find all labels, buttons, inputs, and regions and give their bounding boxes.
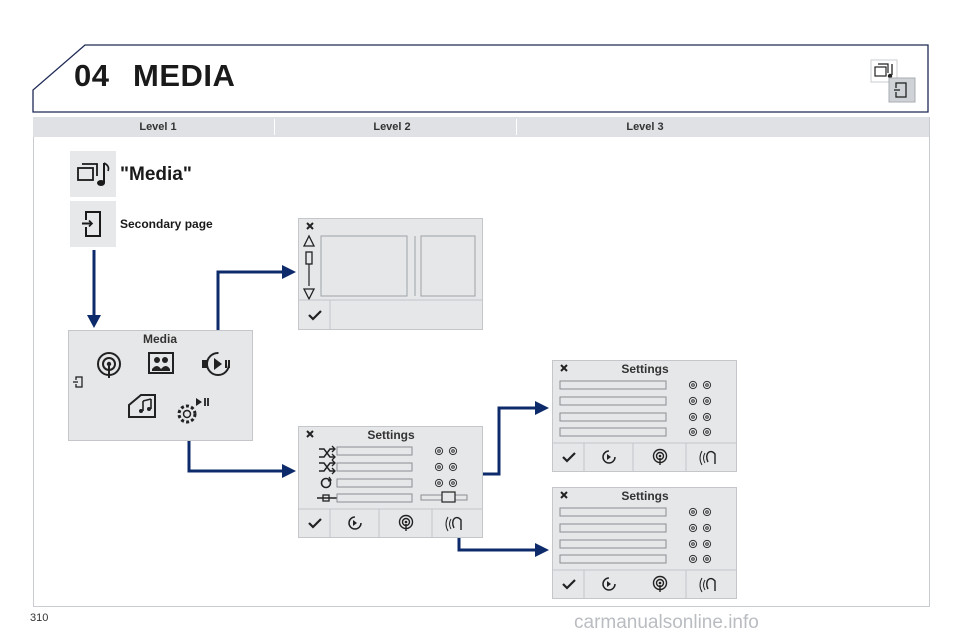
media-icon: [870, 59, 898, 83]
repeat-icon: [320, 476, 333, 489]
page-number: 310: [30, 612, 49, 624]
secondary-page-icon: [82, 211, 101, 237]
media-player-icon[interactable]: [348, 516, 362, 530]
settings-screen-title: Settings: [621, 362, 669, 376]
media-label: "Media": [120, 164, 192, 185]
setting-row-field[interactable]: [559, 507, 667, 517]
level-3-label: Level 3: [626, 121, 664, 133]
balance-icon: [317, 494, 337, 502]
setting-row-field[interactable]: [559, 396, 667, 406]
scroll-up-icon[interactable]: [302, 234, 316, 247]
radio-icon[interactable]: [97, 352, 121, 378]
audio-icon[interactable]: [699, 577, 716, 593]
setting-row-field[interactable]: [336, 446, 413, 456]
option-toggles[interactable]: [688, 507, 712, 564]
settings-screen-radio-graphics: [553, 364, 736, 471]
close-icon[interactable]: [306, 430, 314, 438]
chapter-title: MEDIA: [133, 58, 236, 93]
setting-row-field[interactable]: [559, 412, 667, 422]
close-icon[interactable]: [560, 491, 568, 499]
media-player-icon[interactable]: [202, 352, 230, 376]
setting-row-field[interactable]: [336, 462, 413, 472]
check-icon[interactable]: [562, 452, 576, 463]
preview-area: [420, 235, 476, 297]
level-divider: [274, 119, 275, 135]
check-icon[interactable]: [308, 310, 322, 321]
audio-icon[interactable]: [699, 450, 716, 466]
media-player-icon[interactable]: [602, 577, 616, 591]
radio-icon[interactable]: [652, 575, 668, 593]
level-2-label: Level 2: [373, 121, 411, 133]
settings-screen-audio-graphics: [553, 491, 736, 598]
balance-slider[interactable]: [420, 491, 468, 503]
scrollbar-thumb[interactable]: [305, 251, 313, 286]
media-screen: Media: [68, 330, 253, 441]
setting-row-field[interactable]: [336, 478, 413, 488]
settings-playback-icon[interactable]: [177, 398, 209, 424]
option-toggles[interactable]: [434, 446, 458, 488]
level-1-label: Level 1: [139, 121, 177, 133]
header-banner: [32, 44, 929, 113]
setting-row-field[interactable]: [336, 493, 413, 503]
shuffle-icon: [319, 445, 336, 461]
shuffle-icon: [319, 459, 336, 475]
media-icon: [77, 162, 110, 186]
setting-row-field[interactable]: [559, 427, 667, 437]
setting-row-field[interactable]: [559, 380, 667, 390]
radio-icon[interactable]: [398, 514, 414, 532]
media-screen-icons: [73, 352, 230, 424]
check-icon[interactable]: [308, 518, 322, 529]
settings-screen-audio: Settings: [552, 487, 737, 599]
secondary-page-tile[interactable]: [70, 201, 116, 247]
level-divider: [516, 119, 517, 135]
secondary-page-icon: [73, 376, 83, 388]
browse-screen-graphics: [299, 222, 482, 329]
levels-bar: [33, 117, 929, 137]
settings-screen-title: Settings: [367, 428, 415, 442]
list-area[interactable]: [320, 235, 408, 297]
setting-row-field[interactable]: [559, 523, 667, 533]
secondary-page-icon: [888, 77, 916, 103]
radio-icon[interactable]: [652, 448, 668, 466]
settings-screen-title: Settings: [621, 489, 669, 503]
close-icon[interactable]: [306, 222, 314, 230]
scroll-down-icon[interactable]: [302, 288, 316, 301]
settings-screen: Settings: [298, 426, 483, 538]
media-player-icon[interactable]: [602, 450, 616, 464]
watermark: carmanualsonline.info: [574, 612, 759, 633]
setting-row-field[interactable]: [559, 554, 667, 564]
settings-screen-radio: Settings: [552, 360, 737, 472]
usb-music-icon[interactable]: [128, 394, 156, 418]
photo-icon[interactable]: [148, 352, 174, 374]
check-icon[interactable]: [562, 579, 576, 590]
setting-row-field[interactable]: [559, 539, 667, 549]
option-toggles[interactable]: [688, 380, 712, 437]
media-tile[interactable]: [70, 151, 116, 197]
close-icon[interactable]: [560, 364, 568, 372]
settings-screen-graphics: [299, 430, 482, 537]
media-screen-title: Media: [142, 332, 177, 346]
chapter-number: 04: [74, 58, 110, 93]
secondary-page-label: Secondary page: [120, 217, 213, 231]
browse-screen: [298, 218, 483, 330]
audio-icon[interactable]: [445, 516, 462, 532]
